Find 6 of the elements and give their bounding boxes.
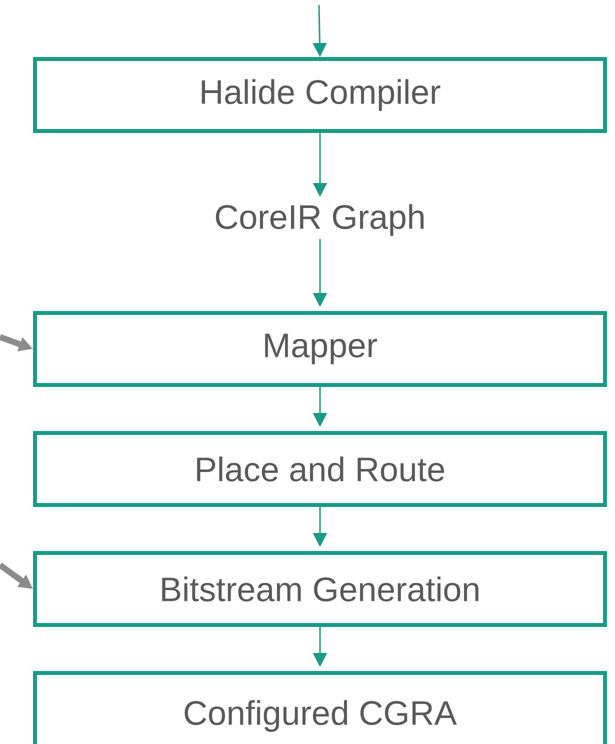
process-box: Bitstream Generation <box>33 551 607 627</box>
process-box: Halide Compiler <box>33 57 607 133</box>
process-box: Mapper <box>33 311 607 387</box>
process-box: Place and Route <box>33 431 607 507</box>
process-box: Configured CGRA <box>33 671 607 744</box>
stage-label: CoreIR Graph <box>216 204 424 236</box>
